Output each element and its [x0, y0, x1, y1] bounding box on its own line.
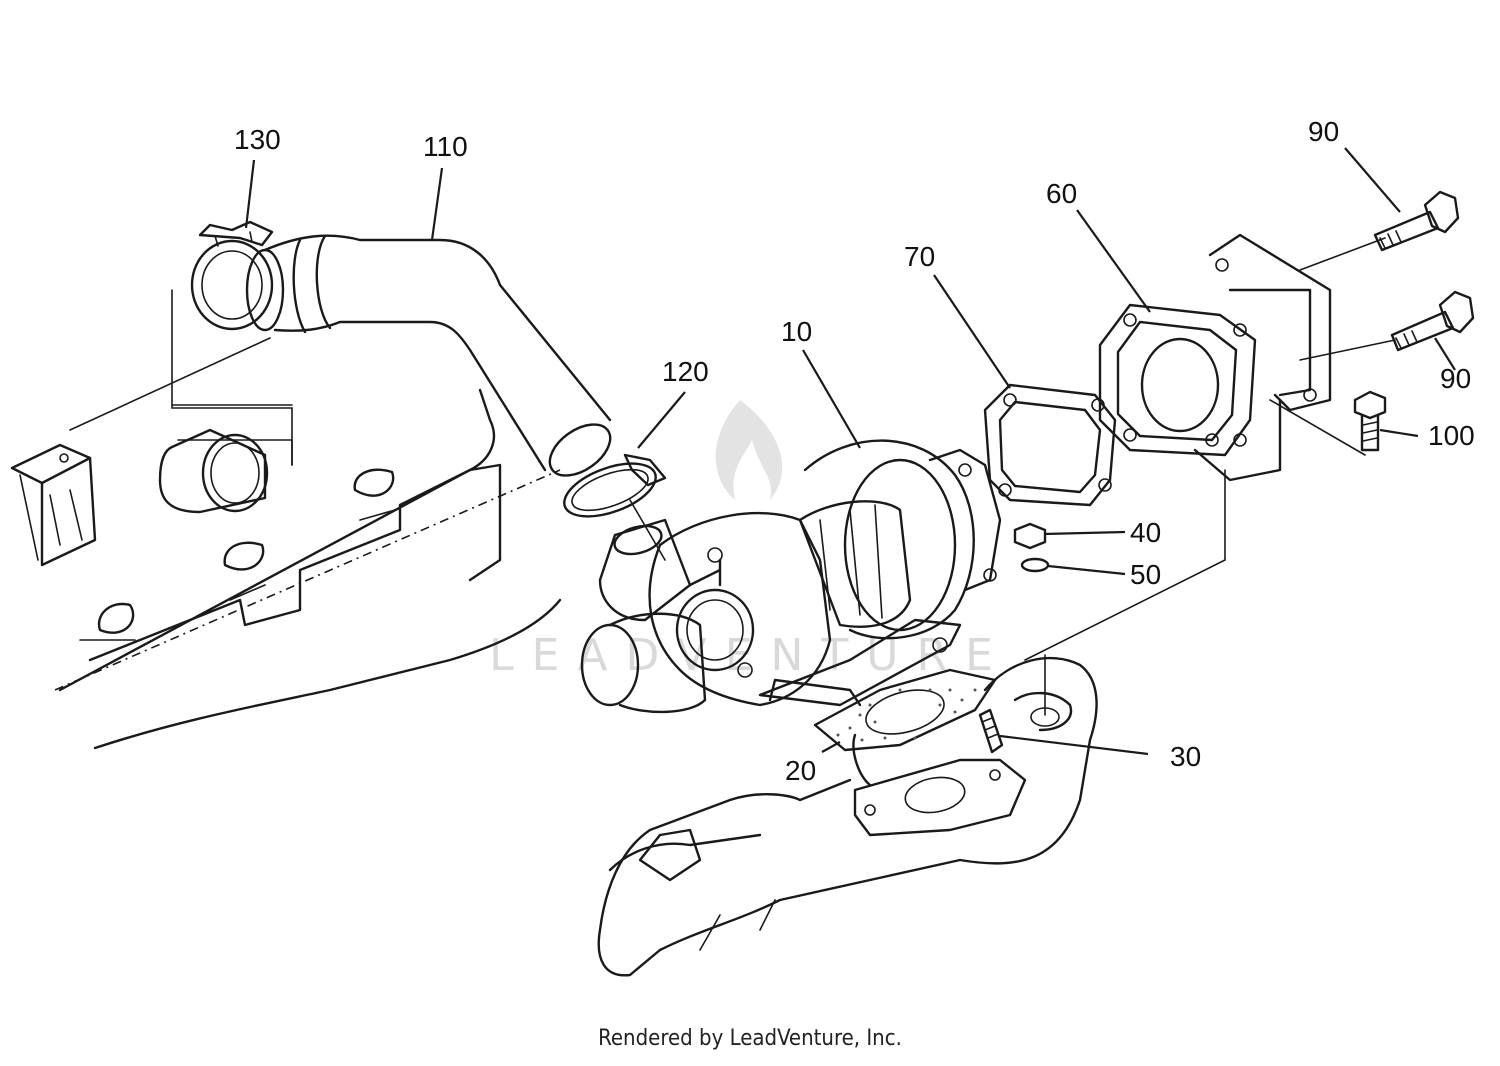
callout-10: 10: [781, 316, 812, 347]
watermark-flame-icon: [715, 400, 783, 500]
bolt-part-90-lower: [1390, 290, 1475, 352]
leader-70: [933, 274, 1011, 389]
air-hose-part-110: [245, 234, 612, 477]
gasket-part-20: [813, 668, 997, 752]
leader-100: [1379, 428, 1419, 438]
callout-100: 100: [1428, 420, 1475, 451]
footer-credit: Rendered by LeadVenture, Inc.: [598, 1026, 902, 1051]
callout-90-lower: 90: [1440, 363, 1471, 394]
hose-clamp-part-130: [190, 220, 274, 331]
leader-90b: [1434, 337, 1456, 371]
plug-part-100: [1353, 390, 1387, 452]
bolt-part-90-upper: [1373, 190, 1460, 252]
adapter-part-60: [1098, 233, 1332, 482]
leader-30: [999, 734, 1149, 756]
head-pipe-stub: [158, 404, 293, 514]
cylinder-head-outline: [54, 388, 562, 750]
leader-20: [821, 741, 841, 753]
callout-50: 50: [1130, 559, 1161, 590]
callout-labels: 130 110 120 10 70 60 90 90 100 40 50 30 …: [234, 116, 1475, 786]
nut-part-40: [1013, 522, 1047, 550]
callout-70: 70: [904, 241, 935, 272]
leader-90a: [1344, 147, 1401, 213]
stud-part-30: [978, 708, 1004, 754]
leader-50: [1047, 564, 1126, 576]
watermark-text: LEADVENTURE: [489, 630, 1011, 681]
leader-40: [1043, 530, 1126, 536]
callout-120: 120: [662, 356, 709, 387]
alignment-lines: [69, 237, 1396, 716]
callout-40: 40: [1130, 517, 1161, 548]
watermark: LEADVENTURE: [489, 400, 1011, 681]
leader-130: [244, 159, 256, 229]
leader-10: [802, 349, 861, 449]
bracket-part: [10, 443, 97, 567]
leader-110: [430, 167, 444, 241]
hose-clamp-part-120: [563, 453, 667, 518]
washer-part-50: [1020, 557, 1050, 573]
callout-110: 110: [423, 131, 468, 162]
leader-60: [1076, 209, 1151, 313]
exhaust-manifold-outline: [597, 657, 1098, 977]
callout-30: 30: [1170, 741, 1201, 772]
callout-leaders: [244, 147, 1456, 756]
callout-60: 60: [1046, 178, 1077, 209]
callout-130: 130: [234, 124, 281, 155]
turbocharger-part-10: [580, 439, 1002, 714]
callout-20: 20: [785, 755, 816, 786]
leader-120: [637, 391, 686, 449]
callout-90-upper: 90: [1308, 116, 1339, 147]
gasket-part-70: [983, 383, 1117, 507]
